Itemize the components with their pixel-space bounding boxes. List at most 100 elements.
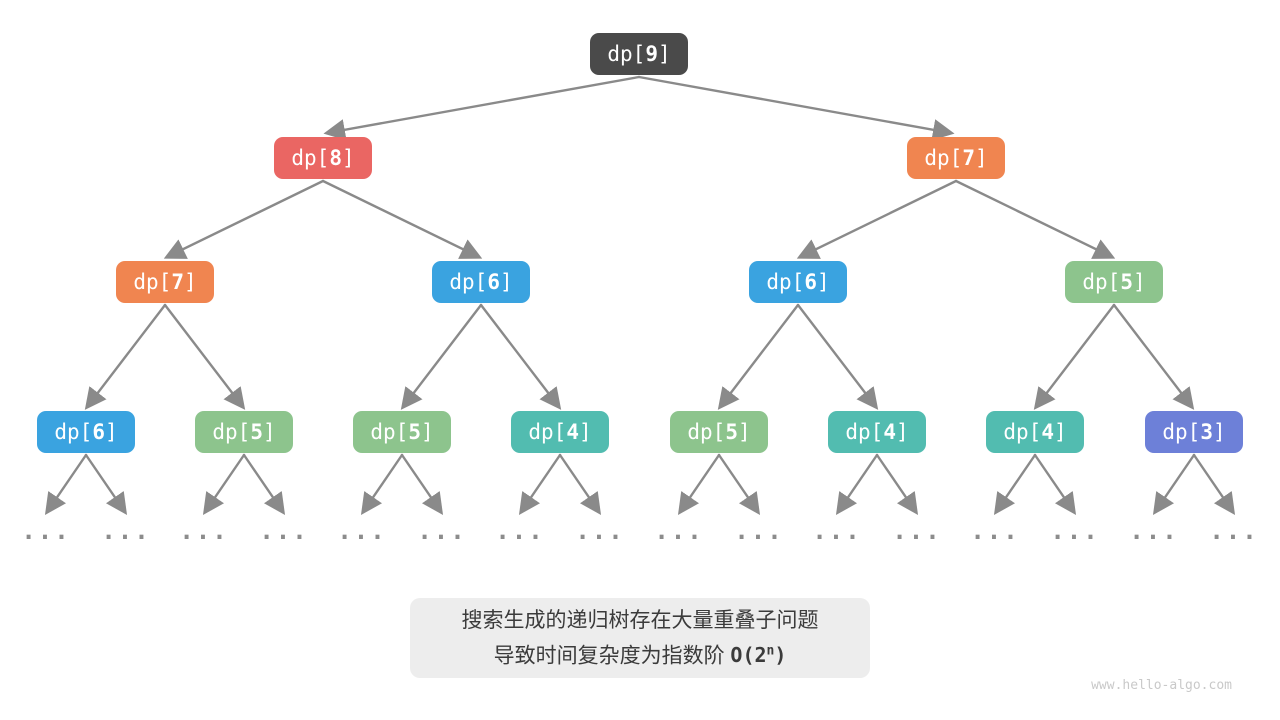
- edge-arrow: [954, 179, 1116, 259]
- watermark: www.hello-algo.com: [1091, 678, 1232, 693]
- edge-arrow: [717, 303, 800, 410]
- tree-node-dp6: dp[6]: [432, 261, 530, 303]
- tree-node-dp5: dp[5]: [670, 411, 768, 453]
- ellipsis: ...: [259, 517, 309, 545]
- node-label: ]: [737, 420, 751, 444]
- tree-node-dp5: dp[5]: [353, 411, 451, 453]
- node-value: 5: [1120, 270, 1133, 294]
- node-label: ]: [1212, 420, 1226, 444]
- edge-arrow: [163, 179, 325, 259]
- edge-arrow: [796, 179, 958, 259]
- tree-node-dp9: dp[9]: [590, 33, 688, 75]
- ellipsis: ...: [417, 517, 467, 545]
- node-label: dp[: [845, 420, 884, 444]
- node-value: 3: [1200, 420, 1213, 444]
- edge-arrow: [637, 75, 955, 141]
- tree-node-dp5: dp[5]: [195, 411, 293, 453]
- caption-line2: 导致时间复杂度为指数阶 O(2n): [494, 636, 787, 672]
- tree-node-dp4: dp[4]: [986, 411, 1084, 453]
- edge-arrow: [835, 453, 879, 515]
- complexity-formula: O(2n): [730, 643, 786, 667]
- edge-arrow: [993, 453, 1037, 515]
- edge-arrow: [717, 453, 761, 515]
- node-label: dp[: [1162, 420, 1201, 444]
- node-value: 6: [487, 270, 500, 294]
- ellipsis: ...: [21, 517, 71, 545]
- edge-arrow: [321, 179, 483, 259]
- formula-exponent: n: [766, 643, 775, 659]
- formula-close: ): [774, 643, 787, 668]
- edge-arrow: [1033, 303, 1116, 410]
- node-label: ]: [104, 420, 118, 444]
- node-value: 4: [1041, 420, 1054, 444]
- ellipsis: ...: [892, 517, 942, 545]
- edge-arrow: [84, 303, 167, 410]
- ellipsis: ...: [1050, 517, 1100, 545]
- node-label: ]: [341, 146, 355, 170]
- tree-node-dp7: dp[7]: [116, 261, 214, 303]
- node-label: ]: [816, 270, 830, 294]
- ellipsis: ...: [101, 517, 151, 545]
- edge-arrow: [1192, 453, 1236, 515]
- edge-arrow: [1152, 453, 1196, 515]
- edge-arrow: [677, 453, 721, 515]
- edge-arrow: [163, 303, 246, 410]
- edge-arrow: [518, 453, 562, 515]
- node-label: dp[: [766, 270, 805, 294]
- node-label: dp[: [924, 146, 963, 170]
- ellipsis: ...: [734, 517, 784, 545]
- node-label: dp[: [370, 420, 409, 444]
- ellipsis: ...: [812, 517, 862, 545]
- node-label: ]: [895, 420, 909, 444]
- tree-node-dp4: dp[4]: [828, 411, 926, 453]
- edge-arrow: [360, 453, 404, 515]
- node-label: ]: [657, 42, 671, 66]
- ellipsis: ...: [1209, 517, 1259, 545]
- node-label: ]: [420, 420, 434, 444]
- node-value: 7: [171, 270, 184, 294]
- tree-node-dp4: dp[4]: [511, 411, 609, 453]
- edge-arrow: [796, 303, 879, 410]
- node-value: 4: [566, 420, 579, 444]
- ellipsis: ...: [654, 517, 704, 545]
- node-label: dp[: [1003, 420, 1042, 444]
- tree-node-dp6: dp[6]: [749, 261, 847, 303]
- ellipsis: ...: [337, 517, 387, 545]
- node-value: 5: [408, 420, 421, 444]
- ellipsis: ...: [970, 517, 1020, 545]
- node-label: dp[: [1082, 270, 1121, 294]
- ellipsis: ...: [495, 517, 545, 545]
- node-value: 5: [250, 420, 263, 444]
- node-value: 8: [329, 146, 342, 170]
- edge-arrow: [84, 453, 128, 515]
- tree-node-dp7: dp[7]: [907, 137, 1005, 179]
- node-label: dp[: [528, 420, 567, 444]
- node-label: ]: [262, 420, 276, 444]
- edge-arrow: [44, 453, 88, 515]
- edge-arrow: [1112, 303, 1195, 410]
- edge-arrow: [1033, 453, 1077, 515]
- node-label: ]: [1132, 270, 1146, 294]
- node-label: dp[: [607, 42, 646, 66]
- edge-arrow: [242, 453, 286, 515]
- tree-node-dp5: dp[5]: [1065, 261, 1163, 303]
- node-label: dp[: [449, 270, 488, 294]
- edge-arrow: [400, 303, 483, 410]
- node-label: ]: [1053, 420, 1067, 444]
- caption-line1: 搜索生成的递归树存在大量重叠子问题: [461, 608, 819, 632]
- tree-node-dp8: dp[8]: [274, 137, 372, 179]
- edge-arrow: [875, 453, 919, 515]
- node-label: dp[: [54, 420, 93, 444]
- node-label: ]: [974, 146, 988, 170]
- edge-arrow: [202, 453, 246, 515]
- node-label: ]: [183, 270, 197, 294]
- node-label: dp[: [687, 420, 726, 444]
- node-value: 6: [92, 420, 105, 444]
- node-value: 6: [804, 270, 817, 294]
- ellipsis: ...: [575, 517, 625, 545]
- edge-arrow: [400, 453, 444, 515]
- node-label: ]: [499, 270, 513, 294]
- node-value: 7: [962, 146, 975, 170]
